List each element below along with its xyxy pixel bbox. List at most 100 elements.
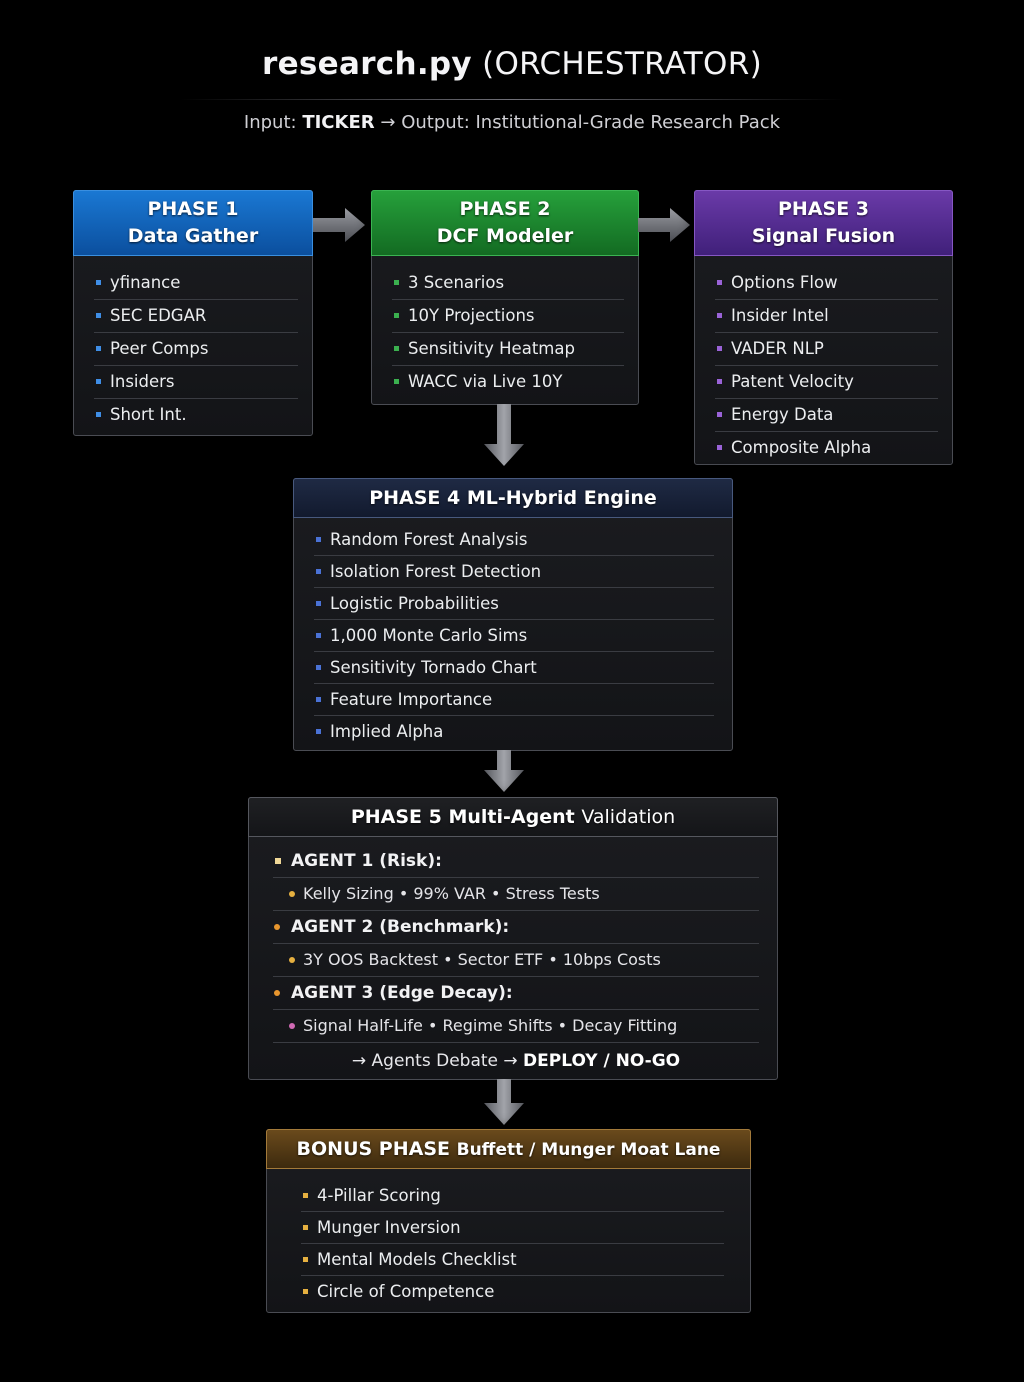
list-item: Sensitivity Tornado Chart xyxy=(314,652,714,684)
bullet-icon xyxy=(289,1023,295,1029)
list-item: yfinance xyxy=(94,267,298,300)
list-item: Mental Models Checklist xyxy=(301,1244,724,1276)
arrow-down-icon xyxy=(484,404,524,466)
agents-debate-outcome: → Agents Debate → DEPLOY / NO-GO xyxy=(273,1043,759,1079)
phase-5-label: PHASE 5 xyxy=(350,806,442,828)
bullet-icon xyxy=(303,1289,308,1294)
phase-4-box: PHASE 4 ML-Hybrid Engine Random Forest A… xyxy=(293,478,733,751)
agent-3-title: AGENT 3 (Edge Decay): xyxy=(273,977,759,1010)
list-item: Patent Velocity xyxy=(715,366,938,399)
bullet-icon xyxy=(394,346,399,351)
bullet-icon xyxy=(316,729,321,734)
debate-prefix: → Agents Debate → xyxy=(351,1051,518,1071)
bonus-phase-label: BONUS PHASE xyxy=(296,1137,450,1160)
bullet-icon xyxy=(316,633,321,638)
phase-5-name-rest: Validation xyxy=(581,806,676,828)
bullet-icon xyxy=(394,280,399,285)
diagram-title: research.py (ORCHESTRATOR) xyxy=(0,46,1024,82)
bullet-icon xyxy=(394,379,399,384)
phase-1-items: yfinance SEC EDGAR Peer Comps Insiders S… xyxy=(94,267,298,431)
phase-5-box: PHASE 5 Multi-Agent Validation AGENT 1 (… xyxy=(248,797,778,1080)
title-rest: (ORCHESTRATOR) xyxy=(482,46,762,82)
bullet-icon xyxy=(717,445,722,450)
list-item: Munger Inversion xyxy=(301,1212,724,1244)
phase-5-name: Multi-Agent xyxy=(448,806,575,828)
phase-5-header: PHASE 5 Multi-Agent Validation xyxy=(248,797,778,837)
list-item: WACC via Live 10Y xyxy=(392,366,624,398)
phase-2-items: 3 Scenarios 10Y Projections Sensitivity … xyxy=(392,267,624,398)
bullet-icon xyxy=(316,697,321,702)
bullet-icon xyxy=(316,569,321,574)
list-item: 10Y Projections xyxy=(392,300,624,333)
list-item: Energy Data xyxy=(715,399,938,432)
phase-4-header: PHASE 4 ML-Hybrid Engine xyxy=(293,478,733,518)
list-item: 3 Scenarios xyxy=(392,267,624,300)
bullet-icon xyxy=(303,1257,308,1262)
bullet-icon xyxy=(717,280,722,285)
title-main: research.py xyxy=(262,46,472,82)
title-divider xyxy=(180,99,844,100)
list-item: Composite Alpha xyxy=(715,432,938,464)
bullet-icon xyxy=(717,412,722,417)
bullet-icon xyxy=(717,379,722,384)
bullet-icon xyxy=(274,990,280,996)
list-item: Circle of Competence xyxy=(301,1276,724,1307)
debate-result: DEPLOY / NO-GO xyxy=(523,1051,681,1071)
bonus-phase-header: BONUS PHASE Buffett / Munger Moat Lane xyxy=(266,1129,751,1169)
bullet-icon xyxy=(316,601,321,606)
arrow-down-icon xyxy=(484,1079,524,1125)
bullet-icon xyxy=(96,412,101,417)
bullet-icon xyxy=(394,313,399,318)
diagram-subtitle: Input: TICKER → Output: Institutional-Gr… xyxy=(0,112,1024,133)
agent-1-details: Kelly Sizing • 99% VAR • Stress Tests xyxy=(273,878,759,911)
subtitle-output: Output: Institutional-Grade Research Pac… xyxy=(401,112,781,133)
phase-4-name: ML-Hybrid Engine xyxy=(466,487,657,509)
bullet-icon xyxy=(289,891,295,897)
subtitle-arrow: → xyxy=(380,112,396,133)
bullet-icon xyxy=(96,346,101,351)
list-item: Sensitivity Heatmap xyxy=(392,333,624,366)
subtitle-input-value: TICKER xyxy=(302,112,375,133)
phase-3-name: Signal Fusion xyxy=(751,225,896,247)
list-item: Logistic Probabilities xyxy=(314,588,714,620)
list-item: Insider Intel xyxy=(715,300,938,333)
phase-1-name: Data Gather xyxy=(127,225,259,247)
bullet-icon xyxy=(274,924,280,930)
list-item: 1,000 Monte Carlo Sims xyxy=(314,620,714,652)
agent-3-details: Signal Half-Life • Regime Shifts • Decay… xyxy=(273,1010,759,1043)
bullet-icon xyxy=(303,1193,308,1198)
phase-3-box: PHASE 3 Signal Fusion Options Flow Insid… xyxy=(694,190,953,465)
subtitle-input-label: Input: xyxy=(243,112,297,133)
bullet-icon xyxy=(717,346,722,351)
arrow-right-icon xyxy=(638,208,690,242)
list-item: Feature Importance xyxy=(314,684,714,716)
bonus-phase-items: 4-Pillar Scoring Munger Inversion Mental… xyxy=(301,1180,724,1307)
phase-4-items: Random Forest Analysis Isolation Forest … xyxy=(314,524,714,747)
phase-1-header: PHASE 1 Data Gather xyxy=(73,190,313,256)
bullet-icon xyxy=(289,957,295,963)
bullet-icon xyxy=(316,665,321,670)
list-item: Implied Alpha xyxy=(314,716,714,747)
bullet-icon xyxy=(96,280,101,285)
bonus-phase-box: BONUS PHASE Buffett / Munger Moat Lane 4… xyxy=(266,1129,751,1313)
list-item: SEC EDGAR xyxy=(94,300,298,333)
list-item: Insiders xyxy=(94,366,298,399)
phase-5-agents: AGENT 1 (Risk): Kelly Sizing • 99% VAR •… xyxy=(273,845,759,1079)
agent-2-title: AGENT 2 (Benchmark): xyxy=(273,911,759,944)
list-item: Random Forest Analysis xyxy=(314,524,714,556)
phase-2-header: PHASE 2 DCF Modeler xyxy=(371,190,639,256)
phase-2-label: PHASE 2 xyxy=(459,198,551,220)
list-item: 4-Pillar Scoring xyxy=(301,1180,724,1212)
list-item: VADER NLP xyxy=(715,333,938,366)
list-item: Isolation Forest Detection xyxy=(314,556,714,588)
list-item: Short Int. xyxy=(94,399,298,431)
arrow-down-icon xyxy=(484,750,524,792)
phase-3-label: PHASE 3 xyxy=(777,198,870,220)
bullet-icon xyxy=(303,1225,308,1230)
agent-1-title: AGENT 1 (Risk): xyxy=(273,845,759,878)
phase-4-label: PHASE 4 xyxy=(369,487,461,509)
bonus-phase-name: Buffett / Munger Moat Lane xyxy=(456,1139,721,1160)
bullet-icon xyxy=(275,858,281,864)
bullet-icon xyxy=(717,313,722,318)
agent-2-details: 3Y OOS Backtest • Sector ETF • 10bps Cos… xyxy=(273,944,759,977)
